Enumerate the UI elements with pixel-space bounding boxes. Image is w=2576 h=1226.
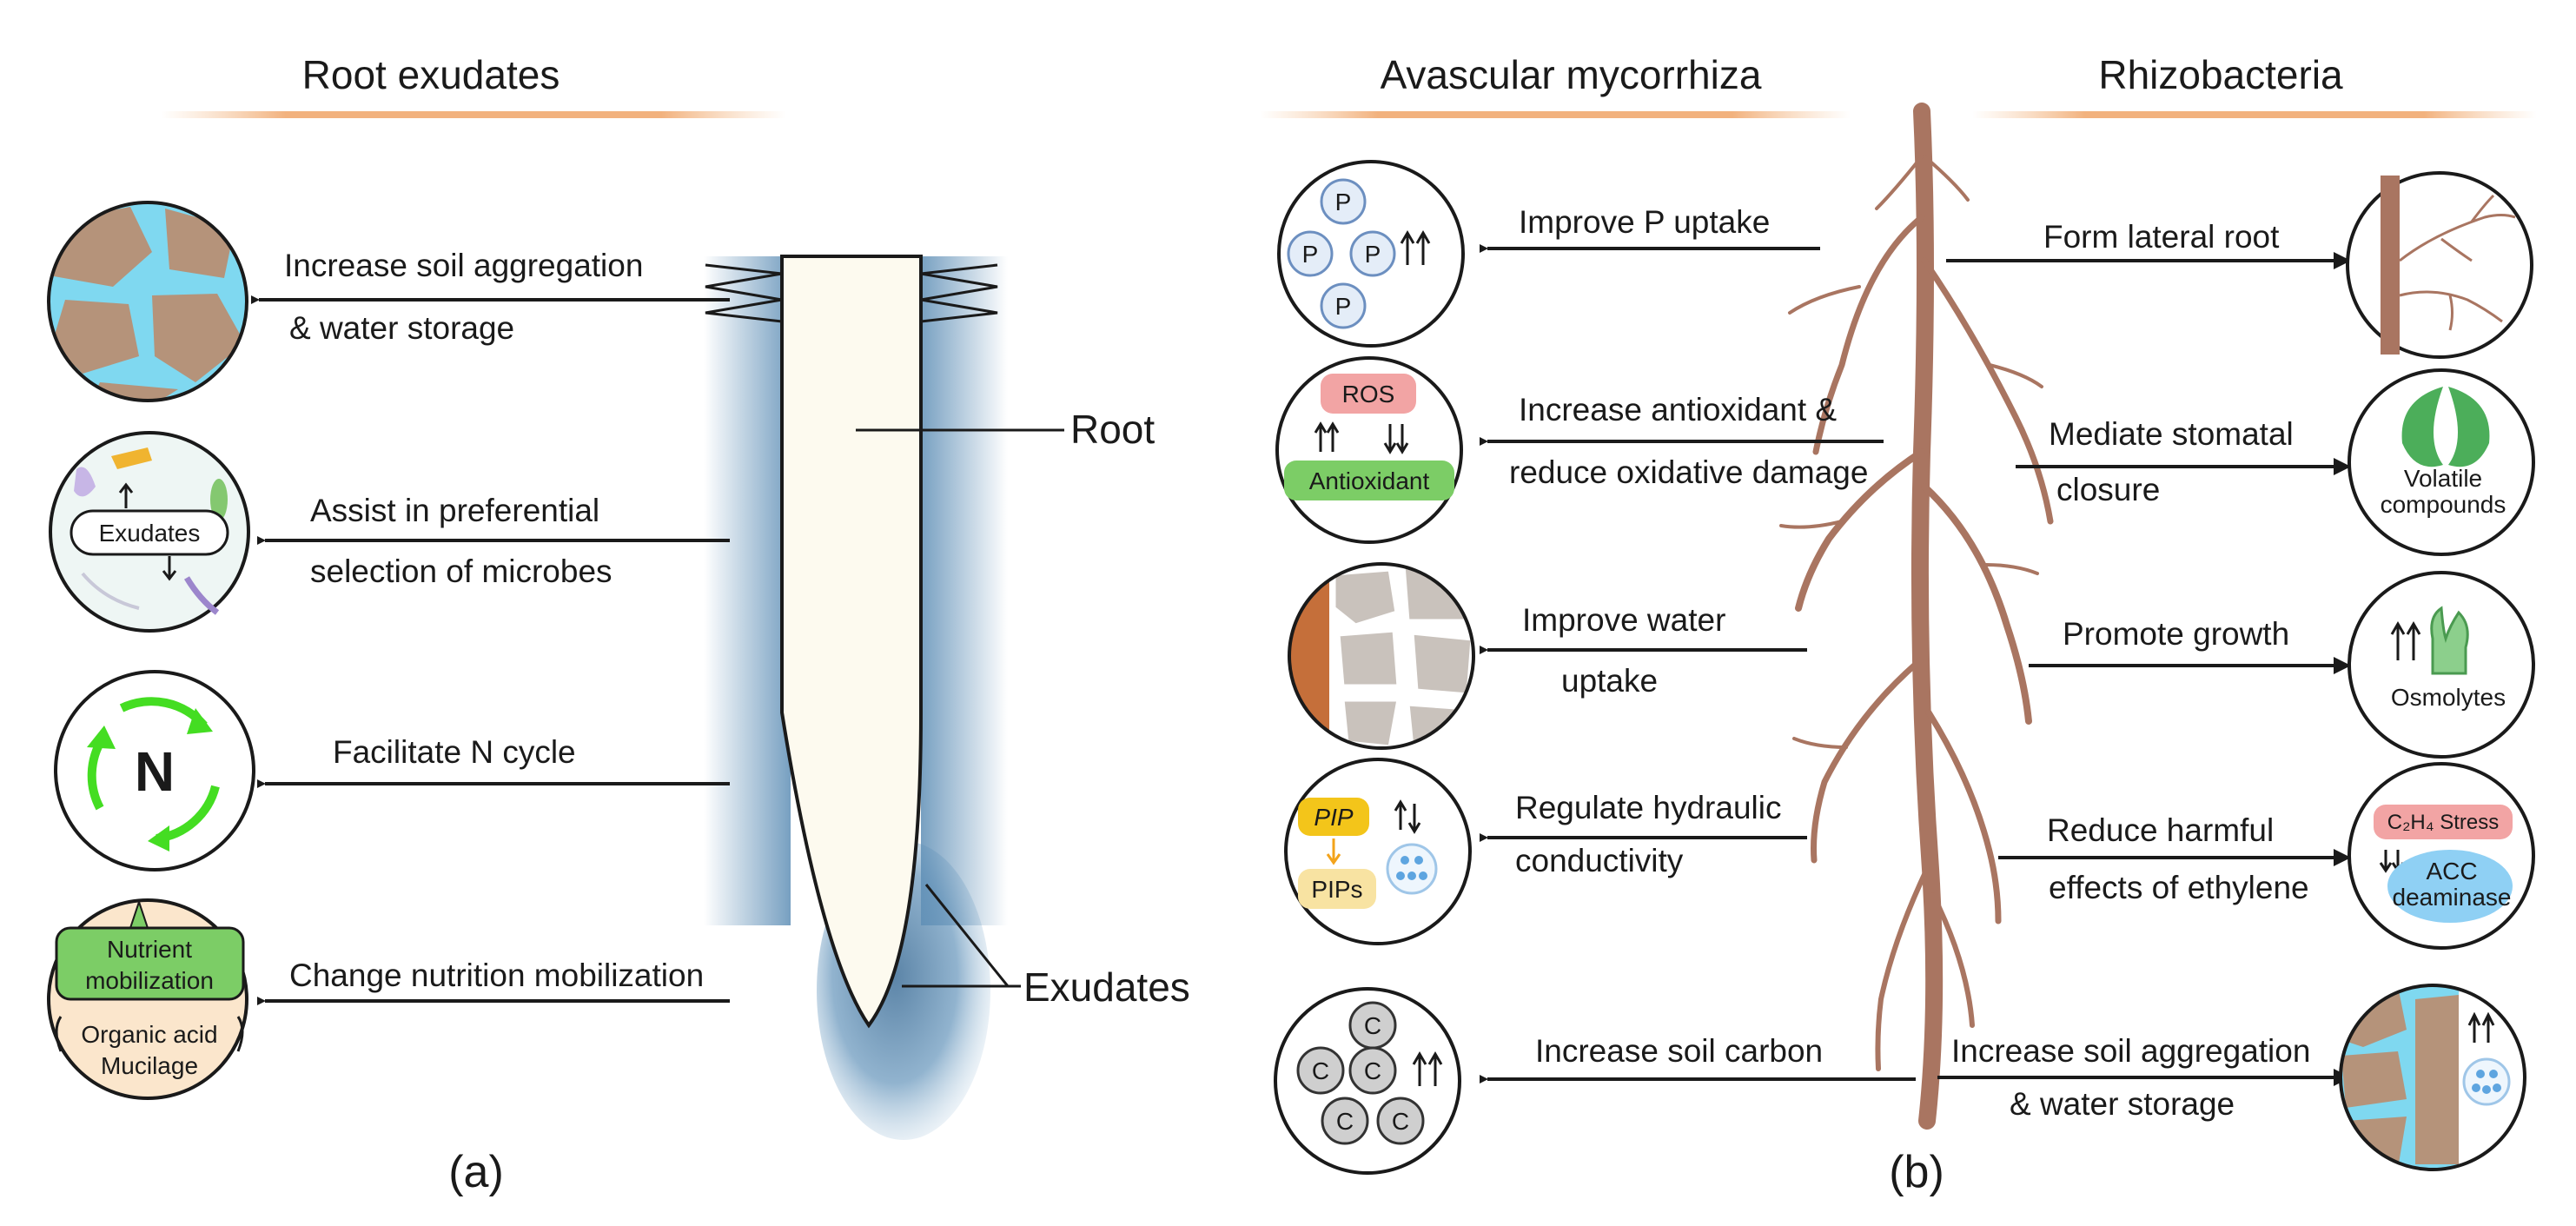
stomata-icon: Volatile compounds [2348, 368, 2535, 556]
water-uptake-icon [1288, 562, 1475, 750]
effect-br4-line1: Reduce harmful [2047, 812, 2274, 848]
heading-mycorrhiza-underline [1260, 111, 1851, 118]
panel-a-label: (a) [448, 1147, 504, 1197]
c-letter-4: C [1336, 1108, 1354, 1135]
organic-line2: Mucilage [101, 1052, 198, 1079]
n-letter: N [135, 740, 175, 803]
pip-text: PIP [1314, 804, 1353, 831]
soil-water-icon [47, 201, 248, 402]
acc-line1: ACC [2426, 858, 2477, 885]
p-letter-2: P [1302, 241, 1319, 268]
exudates-label: Exudates [1023, 964, 1190, 1010]
p-letter-4: P [1335, 293, 1352, 320]
effect-br1-line1: Form lateral root [2043, 219, 2280, 255]
effect-a2-line2: selection of microbes [310, 553, 613, 589]
p-letter-3: P [1365, 241, 1381, 268]
effect-a2-line1: Assist in preferential [310, 493, 599, 528]
c-letter-1: C [1364, 1012, 1381, 1039]
effect-bl2-line2: reduce oxidative damage [1509, 454, 1868, 490]
exudates-icon-text: Exudates [99, 520, 201, 547]
lateral-root-icon [2346, 171, 2533, 359]
nutrient-line1: Nutrient [107, 936, 192, 963]
effect-bl2-line1: Increase antioxidant & [1519, 392, 1837, 427]
root-label: Root [1070, 407, 1155, 452]
aquaporin-icon: PIP PIPs [1284, 758, 1472, 945]
heading-rhizobacteria-underline [1972, 111, 2537, 118]
osmolytes-text: Osmolytes [2391, 684, 2506, 711]
effect-bl4-line1: Regulate hydraulic [1515, 790, 1781, 825]
effect-bl3-line1: Improve water [1522, 602, 1725, 638]
effect-bl4-line2: conductivity [1515, 843, 1684, 878]
acc-line2: deaminase [2393, 884, 2512, 911]
effect-bl5-line1: Increase soil carbon [1535, 1033, 1823, 1069]
nutrient-mobilization-icon: Nutrient mobilization Organic acid Mucil… [47, 898, 248, 1100]
ros-text: ROS [1342, 381, 1395, 408]
effect-br3-line1: Promote growth [2063, 616, 2289, 652]
phosphorus-icon: P P P P [1277, 160, 1465, 348]
branching-root [1779, 103, 2054, 1130]
effect-br2-line2: closure [2056, 472, 2160, 507]
effect-bl3-line2: uptake [1561, 663, 1658, 699]
effect-a1-line2: & water storage [289, 310, 514, 346]
organic-line1: Organic acid [81, 1021, 217, 1048]
ros-antioxidant-icon: ROS Antioxidant [1275, 356, 1463, 544]
soil-carbon-icon: C C C C C [1274, 987, 1461, 1175]
root-shape [780, 255, 923, 1029]
pips-text: PIPs [1311, 876, 1362, 903]
heading-root-exudates: Root exudates [302, 52, 560, 97]
nutrient-line2: mobilization [85, 967, 214, 994]
volatile-line2: compounds [2381, 491, 2506, 518]
c-letter-5: C [1392, 1108, 1409, 1135]
panel-b-label: (b) [1889, 1147, 1944, 1197]
osmolytes-icon: Osmolytes [2348, 571, 2535, 759]
heading-rhizobacteria: Rhizobacteria [2098, 52, 2343, 97]
c2h4-text: C₂H₄ Stress [2387, 811, 2499, 834]
effect-br5-line1: Increase soil aggregation [1951, 1033, 2310, 1069]
effect-bl1-line1: Improve P uptake [1519, 204, 1770, 240]
effect-a4-line1: Change nutrition mobilization [289, 958, 704, 993]
microbe-selection-icon: Exudates [49, 431, 250, 633]
p-letter-1: P [1335, 189, 1352, 215]
root-illustration: Root Exudates [704, 255, 1190, 1140]
effect-br2-line1: Mediate stomatal [2049, 416, 2294, 452]
effect-br4-line2: effects of ethylene [2049, 870, 2309, 905]
volatile-line1: Volatile [2404, 465, 2482, 492]
soil-aggregation-icon [2339, 984, 2526, 1171]
c-letter-3: C [1364, 1057, 1381, 1084]
c-letter-2: C [1312, 1057, 1329, 1084]
effect-a1-line1: Increase soil aggregation [284, 248, 643, 283]
effect-a3-line1: Facilitate N cycle [333, 734, 576, 770]
heading-underline [161, 111, 786, 118]
effect-br5-line2: & water storage [2010, 1086, 2235, 1122]
ethylene-icon: C₂H₄ Stress ACC deaminase [2348, 762, 2535, 950]
antioxidant-text: Antioxidant [1309, 467, 1430, 494]
n-cycle-icon: N [54, 670, 255, 871]
heading-mycorrhiza: Avascular mycorrhiza [1381, 52, 1762, 97]
